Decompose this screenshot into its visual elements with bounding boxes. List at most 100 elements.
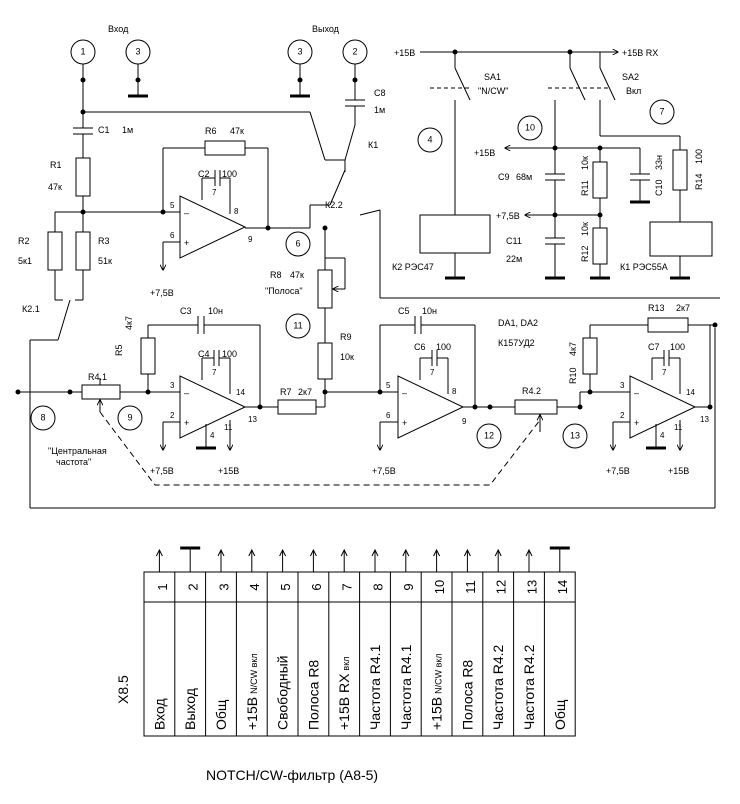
r1-resistor [75,157,91,197]
opamp3-minus: – [402,388,407,398]
c1-capacitor [73,112,93,158]
node-number: 3 [135,46,140,56]
p75-label: +7,5В [606,466,630,476]
r2-value: 5к1 [18,256,32,266]
connector-signal-label: Частота R4.2 [490,644,506,730]
op-amp-1 [179,195,247,259]
r6-resistor [204,140,246,156]
connector-signal-label: +15ВN/CW вкл [429,653,445,730]
r11-value: 10к [580,156,590,170]
opamp4-minus: – [634,388,639,398]
pin-label: 5 [170,201,175,210]
op-amp-2 [179,375,247,439]
pin-label: 7 [430,368,435,377]
p75-label: +7,5В [496,211,520,221]
k1-contact-label: К1 [368,140,378,150]
k2-relay-coil [419,214,491,254]
connector-pin-number: 11 [463,580,478,594]
r10-value: 4к7 [568,342,578,356]
input-ground-node [125,39,151,98]
p75-label: +7,5В [150,466,174,476]
c11-label: C11 [506,236,522,246]
r8-value: 47к [290,270,304,280]
pin-label: 3 [620,381,625,390]
pin-label: 14 [236,388,245,397]
op-amp-4 [629,375,697,439]
center-freq-label-1: "Центральная [48,446,107,456]
input-label: Вход [108,24,129,34]
r9-value: 10к [340,352,354,362]
connector-signal-label: Выход [182,688,198,730]
pin-label: 11 [674,423,683,432]
node-number: 3 [297,46,302,56]
r12-label: R12 [580,245,590,262]
connector-pin-number: 10 [432,580,447,594]
c8-label: C8 [374,88,386,98]
pin-label: 11 [224,423,233,432]
r1-value: 47к [48,182,62,192]
r3-resistor [75,231,91,271]
c9-value: 68м [516,172,532,182]
r6-label: R6 [205,126,217,136]
c1-value: 1м [122,125,133,135]
r12-resistor [592,227,608,265]
node-numbers: 1 3 3 2 4 10 7 6 11 8 9 12 13 [40,46,664,440]
r13-label: R13 [648,303,665,313]
connector-pin-number: 8 [370,583,385,590]
opamp3-plus: + [402,418,407,428]
pin-label: 2 [170,411,175,420]
c1-label: C1 [98,125,110,135]
r3-label: R3 [98,236,110,246]
r8-label: R8 [270,270,282,280]
p75-label: +7,5В [372,466,396,476]
connector-pin-number: 14 [555,580,570,594]
opamp4-plus: + [634,418,639,428]
c2-label: C2 [198,169,210,179]
opamp2-plus: + [184,418,189,428]
connector-pin-number: 5 [278,583,293,590]
pin-label: 9 [462,417,467,426]
c6-label: C6 [414,342,426,352]
c10-value: 33н [654,155,664,170]
node-number: 13 [570,430,580,440]
r5-label: R5 [114,344,124,356]
node-number: 4 [427,134,432,144]
pin-label: 13 [700,415,709,424]
sa1-mode-label: "N/CW" [478,86,508,96]
connector-signal-label: Частота R4.2 [521,644,537,730]
pin-label: 4 [210,431,215,440]
k21-label: К2.1 [22,304,40,314]
k1-relay-coil [649,221,713,257]
connector-pin-number: 7 [340,583,355,590]
diagram-caption: NOTCH/CW-фильтр (А8-5) [206,767,378,783]
connector-name: X8.5 [115,675,131,704]
opamp1-minus: – [184,208,189,218]
r13-value: 2к7 [676,303,690,313]
connector-signal-label: Вход [151,698,167,730]
connector-signal-label: Общ [213,699,229,730]
p15-label: +15В [218,466,239,476]
node-number: 12 [484,430,494,440]
schematic-labels: Вход Выход +15В +15В RX SA1 "N/CW" SA2 В… [18,24,709,476]
r9-resistor [317,342,333,380]
polosa-label: "Полоса" [265,286,303,296]
c6-value: 100 [436,342,451,352]
k2-relay-label: К2 РЭС47 [392,262,434,272]
r5-resistor [140,337,156,375]
c11-value: 22м [506,254,522,264]
pin-label: 4 [660,431,665,440]
connector-signal-label: Полоса R8 [459,660,475,730]
r11-label: R11 [580,180,590,196]
r7-resistor [277,399,317,415]
c8-value: 1м [374,105,385,115]
sa1-label: SA1 [484,72,501,82]
r11-resistor [592,161,608,199]
p75-label: +7,5В [150,288,174,298]
pin-label: 6 [386,411,391,420]
connector-signal-label: +15В RXвкл [336,656,352,730]
r9-label: R9 [340,332,352,342]
connector-pin-number: 2 [186,583,201,590]
k22-label: К2.2 [325,200,343,210]
node-number: 2 [352,46,357,56]
pin-label: 13 [248,415,257,424]
